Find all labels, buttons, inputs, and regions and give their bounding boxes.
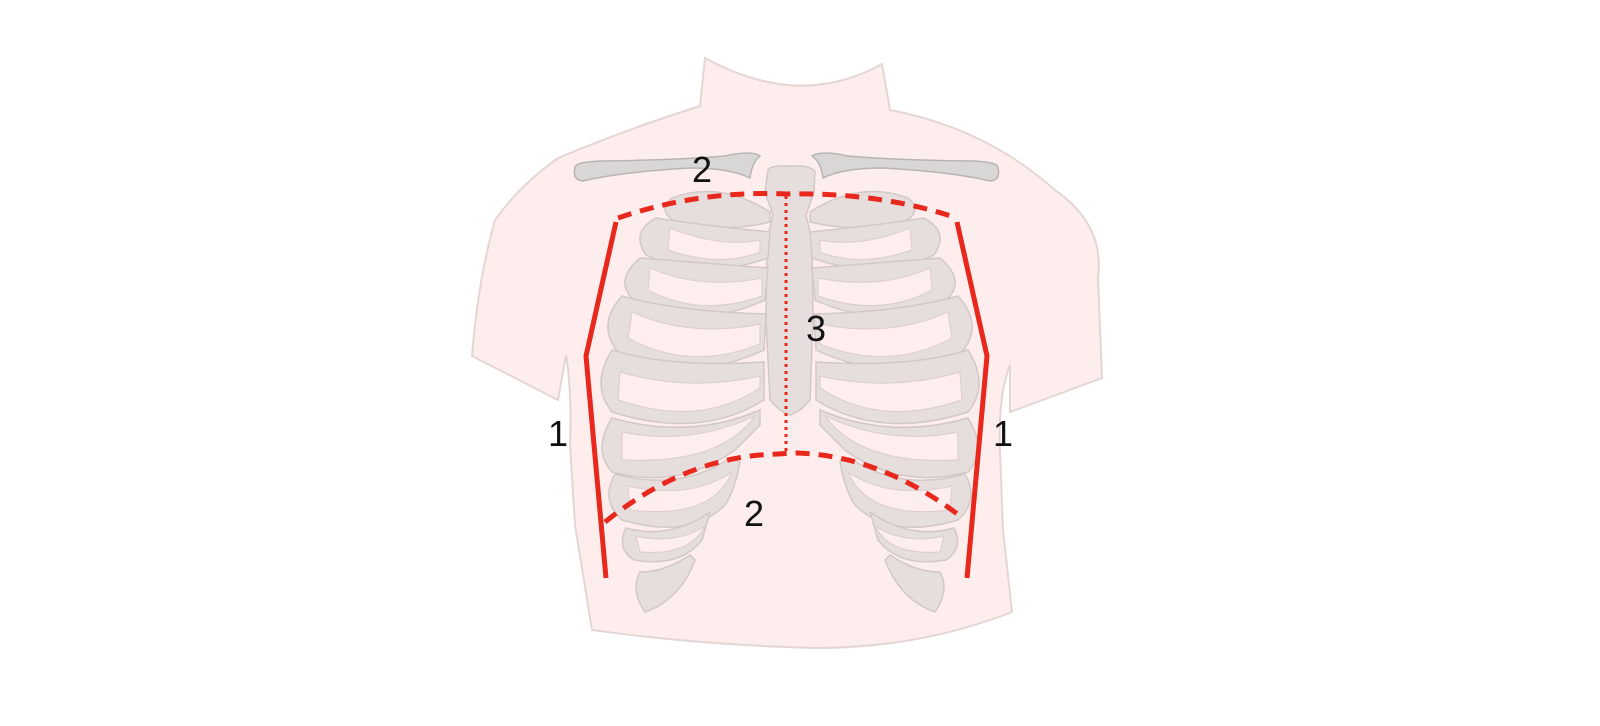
label-bottom: 2 bbox=[744, 493, 764, 534]
rib-gap bbox=[823, 414, 959, 462]
lower-boundary-dashed bbox=[603, 450, 962, 524]
right-ribs bbox=[809, 190, 980, 613]
label-top: 2 bbox=[692, 149, 712, 190]
rib-gap bbox=[873, 524, 945, 554]
rib-gap bbox=[817, 267, 933, 307]
rib-gap bbox=[617, 371, 761, 413]
rib bbox=[884, 554, 945, 613]
right-side-boundary-line bbox=[954, 221, 990, 579]
left-side-boundary-line bbox=[583, 221, 619, 579]
rib bbox=[635, 554, 696, 613]
rib-cage bbox=[600, 165, 980, 613]
upper-boundary-dashed bbox=[617, 191, 958, 221]
rib-gap bbox=[621, 414, 757, 462]
label-side-left: 1 bbox=[548, 413, 568, 454]
sternum bbox=[764, 165, 816, 416]
rib-gap bbox=[647, 267, 763, 307]
left-clavicle bbox=[573, 152, 762, 182]
label-side-right: 1 bbox=[993, 413, 1013, 454]
rib-gap bbox=[667, 227, 761, 261]
rib-gap bbox=[627, 470, 734, 513]
rib-gap bbox=[635, 524, 707, 554]
left-ribs bbox=[600, 190, 771, 613]
rib bbox=[809, 190, 916, 229]
rib-gap bbox=[819, 311, 953, 358]
boundary-markings bbox=[583, 191, 990, 579]
rib-gap bbox=[846, 470, 953, 513]
label-center: 3 bbox=[806, 308, 826, 349]
rib-gap bbox=[819, 371, 963, 413]
rib-gap bbox=[627, 311, 761, 358]
rib-gap bbox=[819, 227, 913, 261]
clavicles bbox=[573, 152, 1000, 182]
right-clavicle bbox=[810, 152, 1000, 182]
